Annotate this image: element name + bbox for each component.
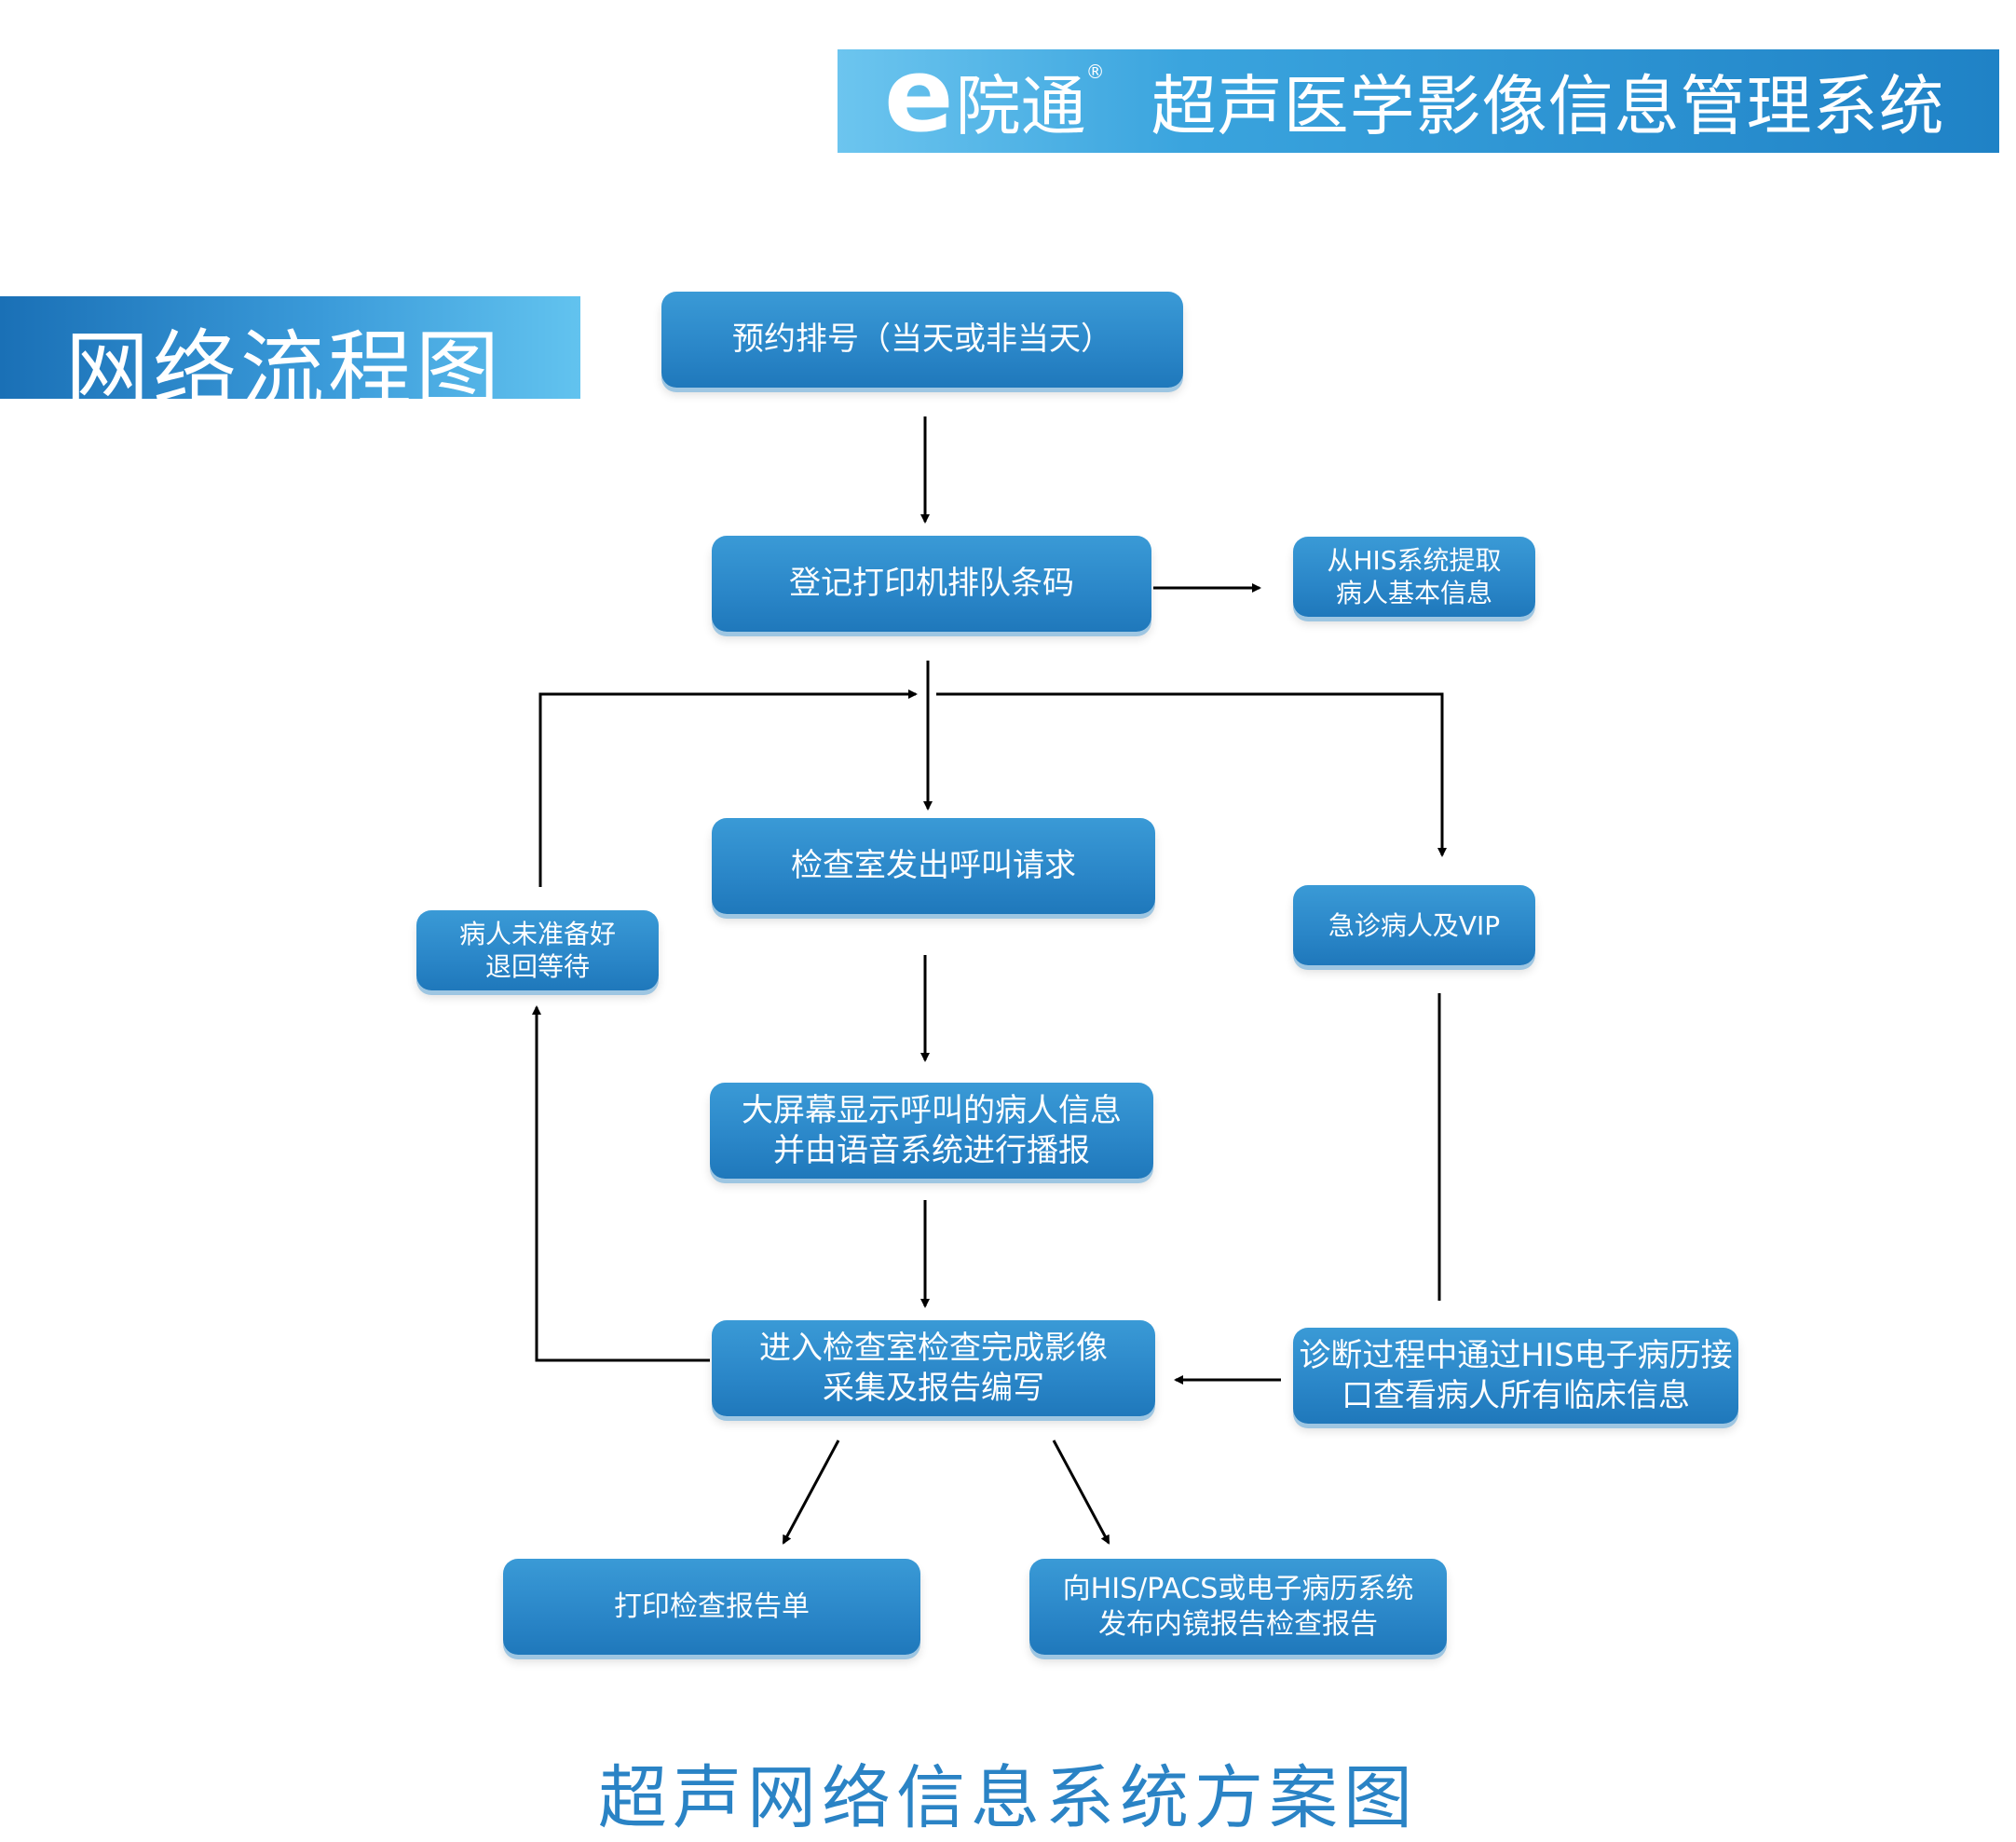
node-emr-view-line-2: 口查看病人所有临床信息 <box>1342 1376 1690 1414</box>
node-call-request: 检查室发出呼叫请求 <box>712 818 1155 914</box>
node-print-report: 打印检查报告单 <box>503 1559 920 1655</box>
node-not-ready-line-1: 病人未准备好 <box>458 919 616 949</box>
registered-mark: ® <box>1085 61 1105 83</box>
node-screen-display: 大屏幕显示呼叫的病人信息 并由语音系统进行播报 <box>710 1083 1153 1179</box>
node-emergency: 急诊病人及VIP <box>1293 885 1535 965</box>
node-not-ready-line-2: 退回等待 <box>484 951 590 982</box>
node-register-line: 登记打印机排队条码 <box>789 565 1074 603</box>
footer-caption: 超声网络信息系统方案图 <box>598 1758 1418 1838</box>
node-exam: 进入检查室检查完成影像 采集及报告编写 <box>712 1320 1155 1416</box>
node-emr-view-line-1: 诊断过程中通过HIS电子病历接 <box>1299 1337 1733 1374</box>
node-publish-report-line-2: 发布内镜报告检查报告 <box>1098 1607 1378 1641</box>
node-call-request-line: 检查室发出呼叫请求 <box>791 847 1076 885</box>
node-publish-report: 向HIS/PACS或电子病历系统 发布内镜报告检查报告 <box>1029 1559 1447 1655</box>
arrow-exam-to-print <box>782 1439 840 1545</box>
brand-name: 院通 <box>955 68 1086 144</box>
node-his-fetch: 从HIS系统提取 病人基本信息 <box>1293 537 1535 617</box>
node-print-report-line: 打印检查报告单 <box>614 1590 810 1623</box>
node-emr-view: 诊断过程中通过HIS电子病历接 口查看病人所有临床信息 <box>1293 1328 1738 1424</box>
loop-not-ready-to-top <box>538 689 918 887</box>
header-banner: e 院通 ® 超声医学影像信息管理系统 <box>838 44 1999 153</box>
node-his-fetch-line-2: 病人基本信息 <box>1335 578 1492 608</box>
node-his-fetch-line-1: 从HIS系统提取 <box>1327 545 1502 576</box>
node-appointment-line: 预约排号（当天或非当天） <box>732 321 1112 359</box>
node-screen-display-line-2: 并由语音系统进行播报 <box>773 1131 1090 1169</box>
node-register: 登记打印机排队条码 <box>712 536 1151 632</box>
system-title: 超声医学影像信息管理系统 <box>1151 68 1945 144</box>
branch-to-emergency <box>936 692 1447 857</box>
node-appointment: 预约排号（当天或非当天） <box>661 292 1183 388</box>
section-title-bar: 网络流程图 <box>0 296 580 419</box>
node-publish-report-line-1: 向HIS/PACS或电子病历系统 <box>1062 1573 1414 1605</box>
node-screen-display-line-1: 大屏幕显示呼叫的病人信息 <box>742 1092 1122 1129</box>
node-exam-line-1: 进入检查室检查完成影像 <box>759 1330 1108 1367</box>
brand-logo-letter: e <box>884 34 954 155</box>
node-emergency-line: 急诊病人及VIP <box>1328 909 1501 941</box>
section-title: 网络流程图 <box>65 321 503 419</box>
node-not-ready: 病人未准备好 退回等待 <box>416 910 659 990</box>
node-exam-line-2: 采集及报告编写 <box>823 1369 1044 1407</box>
loop-exam-to-not-ready <box>532 1005 710 1362</box>
arrow-exam-to-publish <box>1052 1439 1110 1545</box>
